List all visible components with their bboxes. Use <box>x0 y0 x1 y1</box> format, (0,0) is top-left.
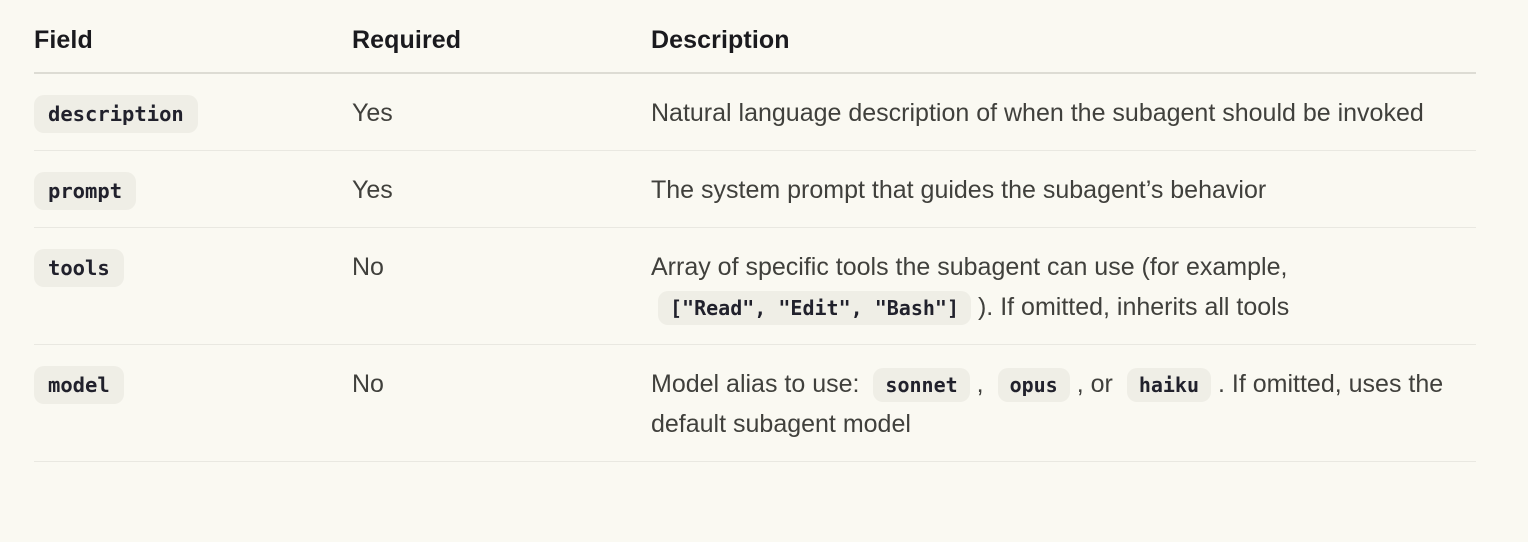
table-header-row: Field Required Description <box>34 20 1476 74</box>
field-code-badge: model <box>34 366 124 404</box>
inline-code: opus <box>997 368 1070 402</box>
required-cell: Yes <box>352 176 393 204</box>
required-cell: No <box>352 253 384 281</box>
table-row: prompt Yes The system prompt that guides t… <box>34 151 1476 228</box>
column-header-required: Required <box>352 26 462 54</box>
table-row: description Yes Natural language descripti… <box>34 74 1476 151</box>
field-cell: model <box>34 364 352 404</box>
description-cell: Natural language description of when the… <box>651 93 1476 133</box>
table-row: tools No Array of specific tools the subag… <box>34 228 1476 345</box>
description-text: Array of specific tools the subagent can… <box>651 253 1288 281</box>
description-cell: Array of specific tools the subagent can… <box>651 247 1476 327</box>
field-cell: prompt <box>34 170 352 210</box>
field-code-badge: prompt <box>34 172 137 210</box>
inline-code: haiku <box>1126 368 1212 402</box>
description-text: . If omitted, uses the default subagent … <box>651 370 1444 438</box>
required-cell: No <box>352 370 384 398</box>
required-cell: Yes <box>352 99 393 127</box>
description-text: , <box>976 370 991 398</box>
column-header-field: Field <box>34 26 93 54</box>
column-header-description: Description <box>651 26 790 54</box>
description-text: ). If omitted, inherits all tools <box>977 293 1290 321</box>
description-cell: Model alias to use: sonnet, opus, or hai… <box>651 364 1476 444</box>
inline-code: ["Read", "Edit", "Bash"] <box>658 291 971 325</box>
table-row: model No Model alias to use: sonnet, opus,… <box>34 345 1476 462</box>
field-cell: tools <box>34 247 352 287</box>
inline-code: sonnet <box>873 368 970 402</box>
description-text: Model alias to use: <box>651 370 867 398</box>
description-cell: The system prompt that guides the subage… <box>651 170 1476 210</box>
description-text: Natural language description of when the… <box>651 99 1424 127</box>
description-text: , or <box>1076 370 1120 398</box>
field-cell: description <box>34 93 352 133</box>
description-text: The system prompt that guides the subage… <box>651 176 1267 204</box>
field-code-badge: tools <box>34 249 124 287</box>
field-code-badge: description <box>34 95 198 133</box>
